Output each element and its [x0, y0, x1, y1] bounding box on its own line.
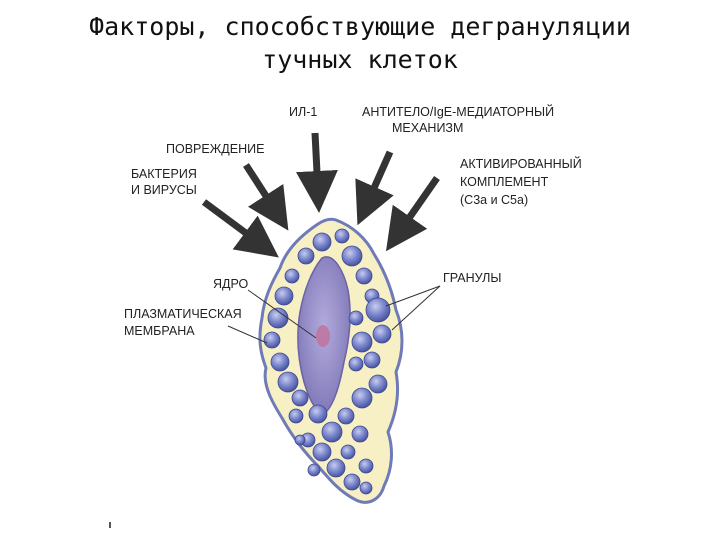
label-antibody-line-2: МЕХАНИЗМ [392, 121, 464, 135]
label-nucleus: ЯДРО [213, 277, 249, 291]
granule [363, 351, 381, 369]
granule [348, 310, 364, 326]
granule [348, 356, 364, 372]
granule [326, 458, 346, 478]
granule [340, 444, 356, 460]
granule [365, 297, 391, 323]
nucleolus [316, 325, 330, 347]
granule [368, 374, 388, 394]
granule [334, 228, 350, 244]
arrow-bacteria [201, 199, 279, 258]
label-complement-line-2: КОМПЛЕМЕНТ [460, 175, 549, 189]
granule [270, 352, 290, 372]
arrow-il1 [295, 132, 338, 213]
pointer-nucleus [247, 289, 317, 339]
label-il1: ИЛ-1 [289, 105, 318, 119]
label-membrane-line-1: ПЛАЗМАТИЧЕСКАЯ [124, 307, 242, 321]
granule [351, 425, 369, 443]
pointer-membrane [227, 325, 268, 344]
granule [307, 463, 321, 477]
label-bacteria-line-1: БАКТЕРИЯ [131, 167, 197, 181]
granule [277, 371, 299, 393]
arrow-antibody [355, 150, 394, 226]
granule [312, 232, 332, 252]
label-membrane-line-2: МЕМБРАНА [124, 324, 195, 338]
granule [337, 407, 355, 425]
granules-group [263, 228, 392, 495]
granule [358, 458, 374, 474]
arrow-complement [385, 175, 440, 252]
granule [343, 473, 361, 491]
granule [341, 245, 363, 267]
label-complement-line-1: АКТИВИРОВАННЫЙ [460, 157, 582, 171]
granule [308, 404, 328, 424]
granule [297, 247, 315, 265]
label-granules: ГРАНУЛЫ [443, 271, 502, 285]
granule [274, 286, 294, 306]
pointer-granules-1 [385, 285, 441, 307]
label-antibody-line-1: АНТИТЕЛО/IgE-МЕДИАТОРНЫЙ [362, 105, 555, 119]
granule [263, 331, 281, 349]
label-bacteria-line-2: И ВИРУСЫ [131, 183, 197, 197]
pointer-granules-2 [391, 285, 441, 331]
stray-mark [109, 522, 111, 528]
granule [355, 267, 373, 285]
granule [294, 434, 306, 446]
granule [284, 268, 300, 284]
granule [359, 481, 373, 495]
granule [372, 324, 392, 344]
arrow-damage [243, 163, 289, 231]
granule [312, 442, 332, 462]
granule [351, 331, 373, 353]
slide-title-line-1: Факторы, способствующие дегрануляции [89, 12, 631, 41]
label-complement-line-3: (C3a и C5a) [460, 193, 529, 207]
granule [321, 421, 343, 443]
granule [351, 387, 373, 409]
granule [288, 408, 304, 424]
label-damage: ПОВРЕЖДЕНИЕ [166, 142, 265, 156]
granule [291, 389, 309, 407]
slide-title-line-2: тучных клеток [262, 45, 458, 74]
